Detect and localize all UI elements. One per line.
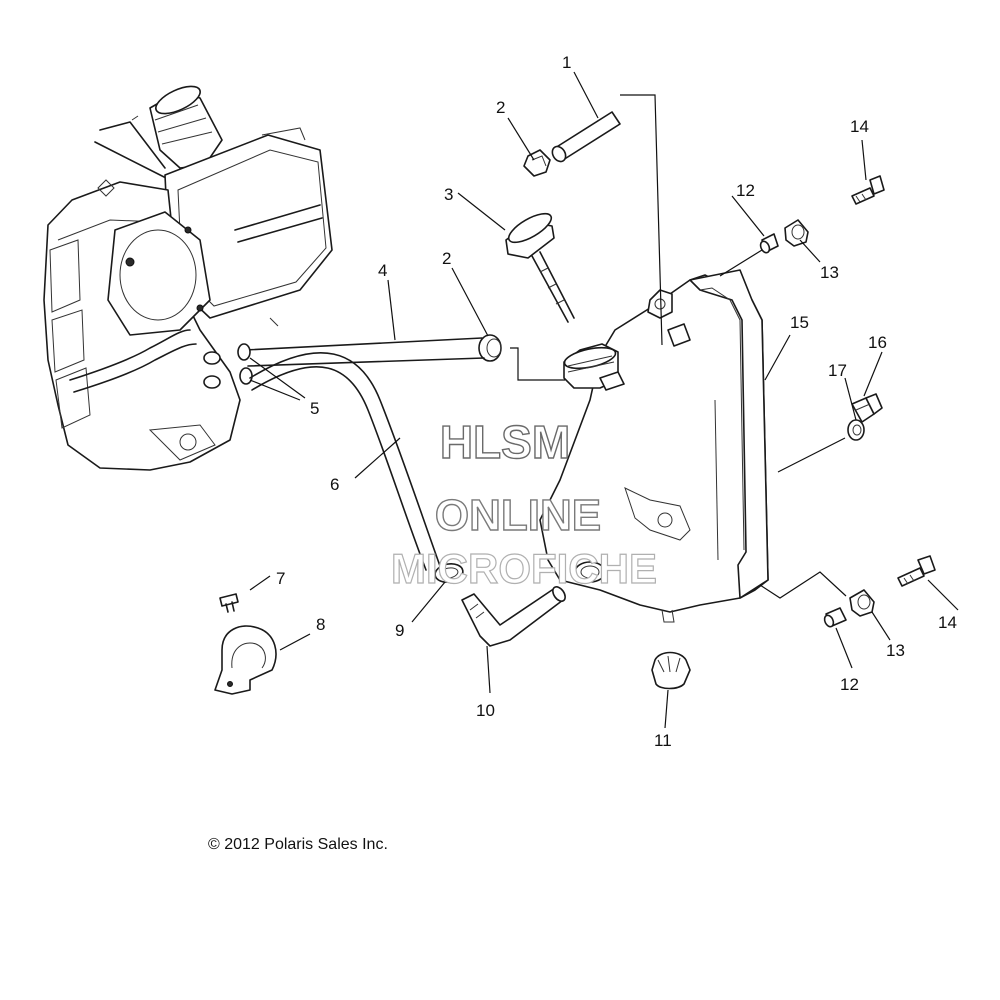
part-10-elbow-fitting [461, 586, 566, 647]
part-2-clamp-mid [478, 334, 502, 362]
callout-2-mid: 2 [442, 249, 451, 268]
part-11-grommet [651, 651, 691, 690]
callout-13-top: 13 [820, 263, 839, 282]
callout-10: 10 [476, 701, 495, 720]
callout-14-bottom: 14 [938, 613, 957, 632]
part-16-fitting [851, 393, 883, 423]
part-3-dipstick-cap [505, 212, 575, 323]
callout-4: 4 [378, 261, 387, 280]
callout-17: 17 [828, 361, 847, 380]
part-14-bolt-bottom [897, 555, 936, 587]
callout-12-bottom: 12 [840, 675, 859, 694]
callout-15: 15 [790, 313, 809, 332]
part-4-oil-hose [244, 337, 485, 367]
part-7-screw [219, 593, 239, 613]
part-12-sleeve-bottom [823, 607, 847, 628]
part-6-return-hose [249, 352, 441, 571]
callout-3: 3 [444, 185, 453, 204]
part-5-clamps [237, 343, 253, 385]
watermark-line-3: MICROFICHE [391, 545, 657, 592]
engine-assembly [43, 85, 333, 471]
part-15-oil-tank [539, 269, 769, 623]
part-13-grommet-bottom [849, 589, 875, 617]
callout-13-bottom: 13 [886, 641, 905, 660]
callout-8: 8 [316, 615, 325, 634]
callout-1: 1 [562, 53, 571, 72]
callout-labels: 1 2 3 2 4 5 6 7 8 9 10 11 12 13 14 15 16… [276, 53, 957, 750]
callout-5: 5 [310, 399, 319, 418]
callout-12-top: 12 [736, 181, 755, 200]
part-9-clamp [434, 563, 464, 583]
callout-11: 11 [654, 731, 672, 750]
part-12-sleeve-top [759, 233, 779, 254]
part-13-grommet-top [784, 219, 809, 247]
part-2-clamp-top [523, 149, 551, 177]
leader-lines [249, 71, 959, 729]
watermark-line-1: HLSM [440, 416, 570, 468]
callout-6: 6 [330, 475, 339, 494]
part-1-vent-tube [551, 111, 621, 163]
callout-2-top: 2 [496, 98, 505, 117]
part-17-washer [847, 419, 865, 441]
copyright-notice: © 2012 Polaris Sales Inc. [208, 836, 388, 853]
callout-14-top: 14 [850, 117, 869, 136]
callout-9: 9 [395, 621, 404, 640]
part-8-p-clamp [214, 625, 277, 695]
watermark: HLSM ONLINE MICROFICHE [390, 415, 657, 592]
callout-16: 16 [868, 333, 887, 352]
part-14-bolt-top [851, 175, 885, 205]
watermark-line-2: ONLINE [435, 491, 601, 540]
callout-7: 7 [276, 569, 285, 588]
